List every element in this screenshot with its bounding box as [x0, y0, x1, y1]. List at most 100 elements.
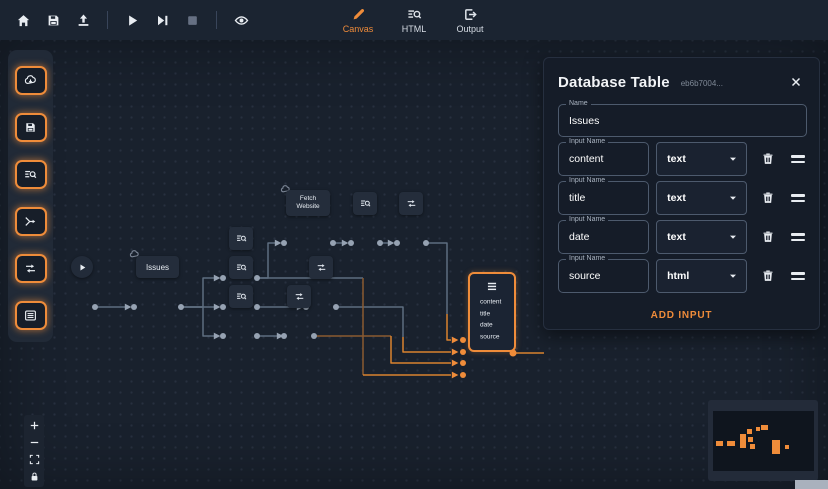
- node-swap-mid[interactable]: [309, 256, 333, 279]
- toolbar-upload-button[interactable]: [70, 7, 96, 33]
- edge[interactable]: [336, 306, 404, 337]
- node-port[interactable]: [460, 337, 466, 343]
- edge-arrow: [451, 371, 459, 379]
- type-select-title[interactable]: text: [656, 181, 748, 215]
- node-port[interactable]: [460, 349, 466, 355]
- db-port-label-title: title: [480, 310, 491, 318]
- node-port[interactable]: [178, 304, 184, 310]
- sidebar-extract-button[interactable]: [14, 160, 47, 189]
- lock-button[interactable]: [27, 470, 41, 483]
- edge[interactable]: [181, 277, 214, 308]
- home-icon: [17, 14, 29, 26]
- drag-handle-title[interactable]: [790, 194, 805, 202]
- node-port[interactable]: [348, 240, 354, 246]
- sidebar-swap-button[interactable]: [14, 254, 47, 283]
- node-port[interactable]: [131, 304, 137, 310]
- node-port[interactable]: [460, 360, 466, 366]
- node-port[interactable]: [281, 333, 287, 339]
- sidebar-list-button[interactable]: [14, 301, 47, 330]
- delete-input-button-source[interactable]: [760, 267, 775, 285]
- sidebar-merge-button[interactable]: [14, 207, 47, 236]
- toolbar-home-button[interactable]: [10, 7, 36, 33]
- node-port[interactable]: [281, 240, 287, 246]
- edge[interactable]: [402, 337, 451, 353]
- save-icon: [48, 15, 58, 25]
- node-port[interactable]: [423, 240, 429, 246]
- node-port[interactable]: [330, 240, 336, 246]
- delete-input-button-content[interactable]: [760, 150, 775, 168]
- add-input-button[interactable]: ADD INPUT: [650, 310, 713, 321]
- fit-view-button[interactable]: [27, 453, 41, 466]
- zoom-in-button[interactable]: [27, 419, 41, 432]
- node-start[interactable]: [71, 256, 93, 278]
- type-select-content[interactable]: text: [656, 142, 748, 176]
- node-port[interactable]: [333, 304, 339, 310]
- delete-input-button-date[interactable]: [760, 228, 775, 246]
- tab-canvas[interactable]: Canvas: [341, 7, 375, 34]
- node-port[interactable]: [311, 333, 317, 339]
- chevron-down-icon: [727, 231, 739, 243]
- edge[interactable]: [257, 242, 275, 279]
- name-field[interactable]: Name Issues: [558, 100, 807, 137]
- node-port[interactable]: [220, 304, 226, 310]
- node-swap-bottom[interactable]: [287, 285, 311, 308]
- node-extract-1[interactable]: [229, 227, 253, 250]
- drag-handle-source[interactable]: [790, 272, 805, 280]
- node-extract-3[interactable]: [229, 285, 253, 308]
- edge-arrow: [213, 303, 221, 311]
- extract-icon: [360, 200, 370, 207]
- toolbar-stop-button[interactable]: [179, 7, 205, 33]
- toolbar-save-button[interactable]: [40, 7, 66, 33]
- toolbar-preview-button[interactable]: [228, 7, 254, 33]
- toolbar-run-button[interactable]: [119, 7, 145, 33]
- caret-icon: [730, 196, 737, 200]
- type-select-source[interactable]: html: [656, 259, 748, 293]
- node-port[interactable]: [254, 304, 260, 310]
- minimap[interactable]: [708, 400, 818, 481]
- type-select-date[interactable]: text: [656, 220, 748, 254]
- tab-label: Output: [456, 23, 484, 34]
- chevron-down-icon: [727, 192, 739, 204]
- node-issues[interactable]: Issues: [136, 256, 179, 278]
- node-swap-top[interactable]: [399, 192, 423, 215]
- toolbar-run-to-end-button[interactable]: [149, 7, 175, 33]
- node-fetch-website[interactable]: Fetch Website: [286, 190, 330, 216]
- node-port[interactable]: [460, 372, 466, 378]
- edge[interactable]: [426, 242, 448, 314]
- node-port[interactable]: [377, 240, 383, 246]
- extract-icon: [236, 293, 246, 300]
- delete-input-button-title[interactable]: [760, 189, 775, 207]
- node-extract-2[interactable]: [229, 256, 253, 279]
- edge[interactable]: [446, 314, 451, 341]
- node-port[interactable]: [254, 275, 260, 281]
- node-extract-top[interactable]: [353, 192, 377, 215]
- minimap-viewport-indicator[interactable]: [795, 480, 828, 489]
- drag-handle-date[interactable]: [790, 233, 805, 241]
- sidebar-save-button[interactable]: [14, 113, 47, 142]
- node-port[interactable]: [92, 304, 98, 310]
- edge[interactable]: [181, 306, 214, 337]
- trash-icon: [763, 192, 773, 203]
- zoom-out-button[interactable]: [27, 436, 41, 449]
- sidebar-cloud-download-button[interactable]: [14, 66, 47, 95]
- db-port-label-content: content: [480, 298, 502, 306]
- node-port[interactable]: [220, 275, 226, 281]
- node-port[interactable]: [254, 333, 260, 339]
- tab-html[interactable]: HTML: [397, 7, 431, 34]
- node-port[interactable]: [220, 333, 226, 339]
- node-port[interactable]: [394, 240, 400, 246]
- tab-output[interactable]: Output: [453, 7, 487, 34]
- minimap-node-marker: [750, 444, 755, 449]
- tab-label: HTML: [401, 23, 427, 34]
- extract-icon: [25, 170, 37, 179]
- drag-handle-content[interactable]: [790, 155, 805, 163]
- close-panel-button[interactable]: [787, 73, 805, 91]
- edge[interactable]: [390, 336, 451, 364]
